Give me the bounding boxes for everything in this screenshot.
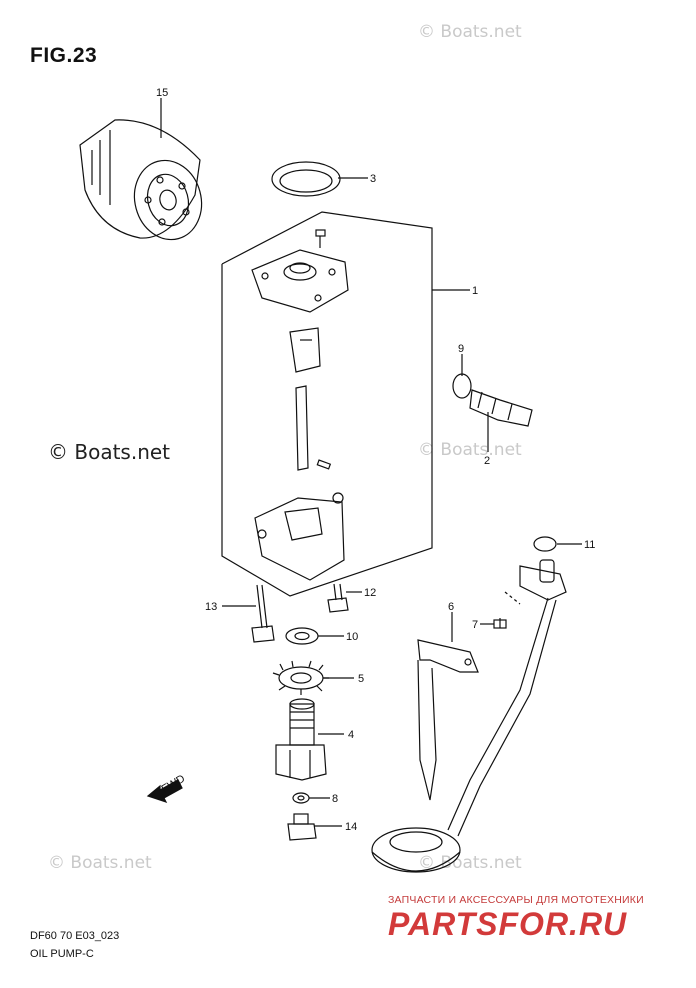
pump-assembly-outline — [221, 211, 433, 597]
pump-shaft-part[interactable] — [295, 385, 309, 471]
part-label-12: 12 — [364, 587, 376, 599]
shaft-pin-part[interactable] — [316, 459, 332, 470]
watermark-center-left: © Boats.net — [48, 440, 171, 464]
figure-code: DF60 70 E03_023 — [30, 930, 120, 942]
part-label-7: 7 — [472, 619, 478, 631]
watermark-bottom-right: © Boats.net — [418, 853, 522, 873]
oil-strainer-pipe-part[interactable] — [371, 559, 567, 873]
part-label-2: 2 — [484, 455, 490, 467]
pump-long-bolt-part[interactable] — [251, 584, 275, 643]
figure-title: FIG.23 — [30, 44, 98, 67]
pump-cover-part[interactable] — [251, 249, 349, 313]
relief-plug-oring-part[interactable] — [452, 373, 472, 399]
part-label-9: 9 — [458, 343, 464, 355]
brand-logo: PARTSFOR.RU — [388, 906, 628, 942]
strainer-oring-part[interactable] — [533, 536, 557, 552]
sealing-washer-part[interactable] — [285, 627, 319, 645]
strainer-bracket-part[interactable] — [417, 639, 479, 801]
union-fitting-part[interactable] — [275, 698, 327, 781]
part-label-4: 4 — [348, 729, 354, 741]
watermark-center-right: © Boats.net — [418, 440, 522, 460]
part-label-3: 3 — [370, 173, 376, 185]
part-label-1: 1 — [472, 285, 478, 297]
part-label-8: 8 — [332, 793, 338, 805]
coupling-part[interactable] — [289, 327, 321, 373]
part-label-13: 13 — [205, 601, 217, 613]
cover-screw-part[interactable] — [315, 229, 326, 248]
lock-washer-part[interactable] — [272, 660, 329, 695]
drain-bolt-part[interactable] — [287, 813, 317, 841]
fwd-arrow-icon — [146, 779, 183, 804]
part-label-5: 5 — [358, 673, 364, 685]
watermark-bottom-left: © Boats.net — [48, 853, 152, 873]
part-label-15: 15 — [156, 87, 168, 99]
brand-tagline: ЗАПЧАСТИ И АКСЕССУАРЫ ДЛЯ МОТОТЕХНИКИ — [388, 894, 644, 906]
bracket-bolt-part[interactable] — [493, 618, 507, 629]
oil-filter-part[interactable] — [79, 119, 210, 247]
part-label-6: 6 — [448, 601, 454, 613]
figure-name: OIL PUMP-C — [30, 948, 94, 960]
drain-washer-part[interactable] — [292, 792, 310, 804]
pump-body-part[interactable] — [254, 492, 345, 581]
pump-short-bolt-part[interactable] — [327, 583, 349, 613]
watermark-top-right: © Boats.net — [418, 22, 522, 42]
part-label-11: 11 — [584, 539, 595, 551]
part-label-10: 10 — [346, 631, 358, 643]
gasket-ring-part[interactable] — [271, 161, 341, 197]
relief-plug-part[interactable] — [469, 389, 533, 427]
part-label-14: 14 — [345, 821, 357, 833]
